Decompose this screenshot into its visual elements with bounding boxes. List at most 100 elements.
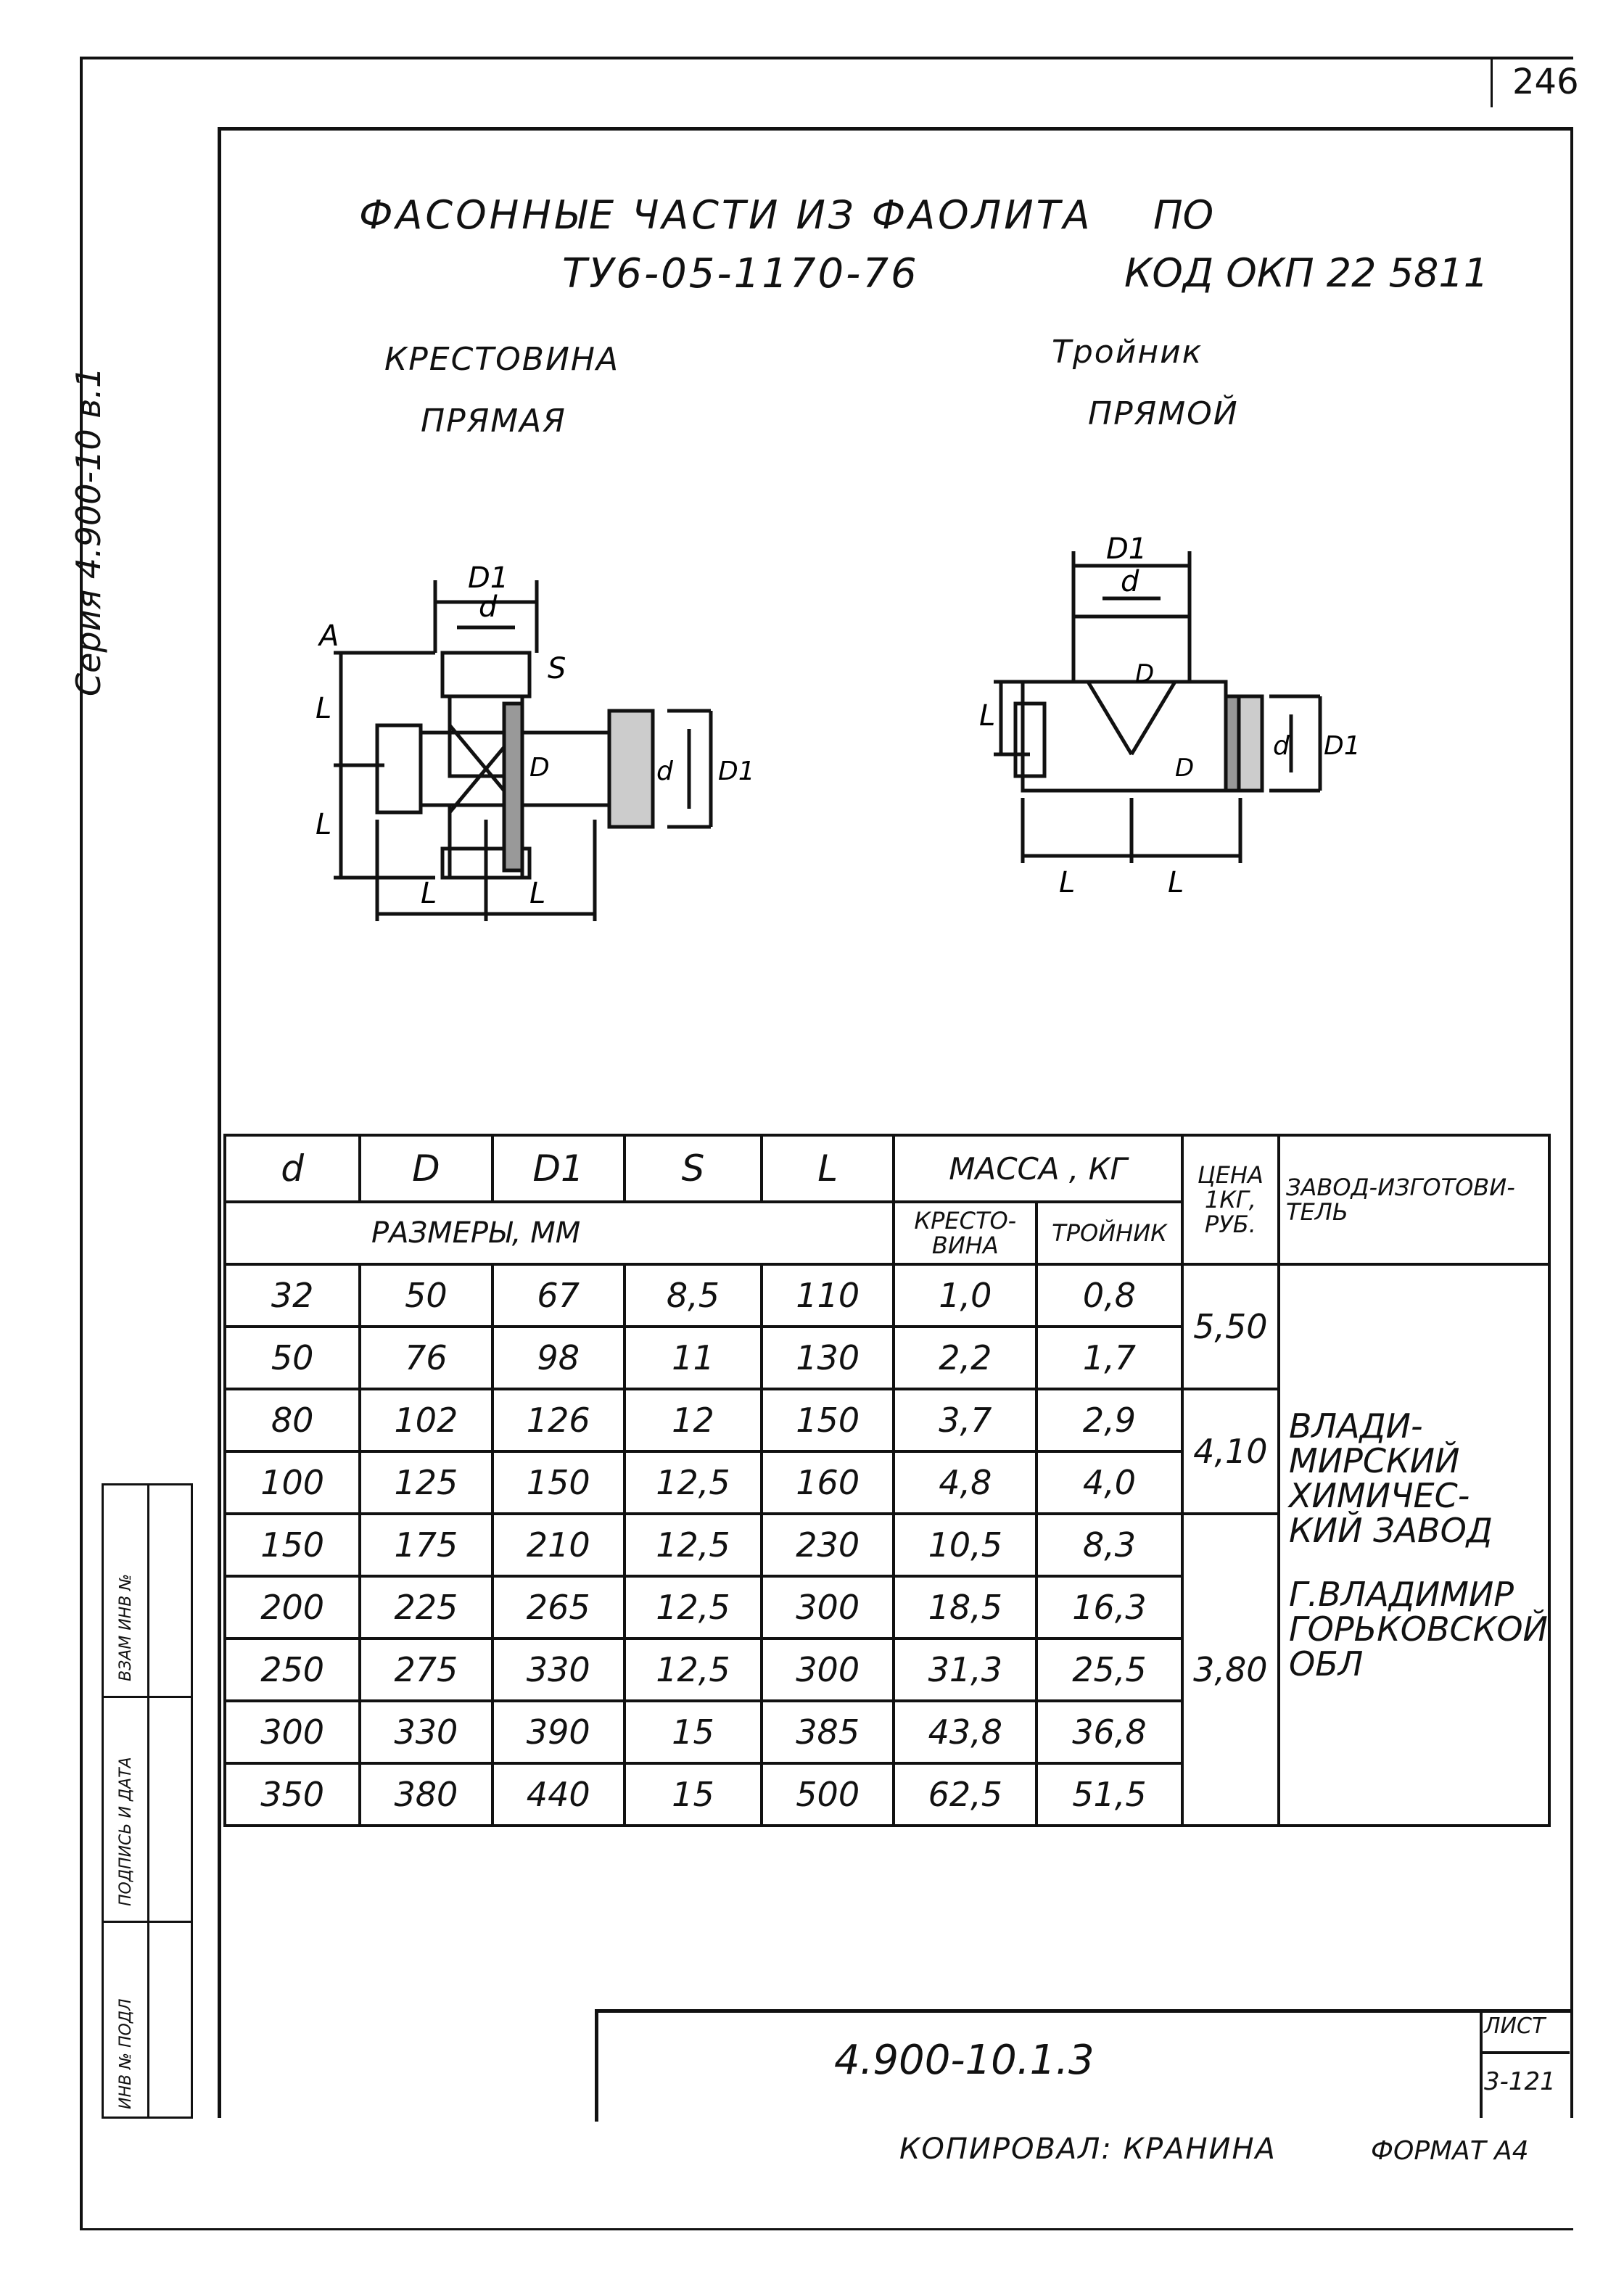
cell-mt: 2,9 [1035,1388,1184,1453]
cell-mc: 10,5 [892,1512,1039,1578]
title-line2: ТУ6-05-1170-76 [562,250,919,297]
cross-label-L-bottom2: L [529,877,545,910]
cross-label-S: S [548,652,566,685]
cell-d: 100 [223,1450,362,1515]
cell-L: 230 [760,1512,896,1578]
page-number-box [1491,57,1573,107]
plant-line: ОБЛ [1289,1644,1364,1683]
cell-D: 102 [358,1388,494,1453]
header-D: D [358,1134,494,1203]
cell-D: 50 [358,1263,494,1328]
tee-label-d-right: d [1273,731,1290,761]
drawing-frame [218,127,1573,2118]
cell-mt: 51,5 [1035,1762,1184,1827]
cross-label-L-left2: L [316,808,331,841]
plant-line: МИРСКИЙ [1289,1441,1460,1480]
cell-d: 200 [223,1575,362,1640]
cell-L: 130 [760,1325,896,1390]
header-D1: D1 [490,1134,626,1203]
title-line1: ФАСОННЫЕ ЧАСТИ ИЗ ФАОЛИТА [359,192,1093,238]
cross-label-d-right: d [656,757,674,786]
cell-L: 300 [760,1575,896,1640]
cell-D: 175 [358,1512,494,1578]
plant-line [1289,1548,1548,1577]
cell-mc: 18,5 [892,1575,1039,1640]
tee-label-L-left: L [979,699,995,733]
cell-L: 500 [760,1762,896,1827]
cell-D: 76 [358,1325,494,1390]
cell-D: 125 [358,1450,494,1515]
cell-mt: 1,7 [1035,1325,1184,1390]
cross-subtitle: ПРЯМАЯ [421,403,566,440]
cell-mc: 1,0 [892,1263,1039,1328]
plant-line: ХИМИЧЕС- [1289,1476,1470,1515]
cell-D1: 265 [490,1575,626,1640]
sidebar-inner-line [147,1485,149,2117]
cell-L: 110 [760,1263,896,1328]
cell-mt: 4,0 [1035,1450,1184,1515]
paper-format: ФОРМАТ А4 [1371,2136,1529,2166]
tee-label-d: d [1121,565,1139,598]
cell-S: 11 [622,1325,764,1390]
page-number: 246 [1512,62,1579,102]
header-d: d [223,1134,362,1203]
cell-mt: 8,3 [1035,1512,1184,1578]
cell-d: 80 [223,1388,362,1453]
sidebar-signature-date: ПОДПИСЬ И ДАТА [117,1757,135,1906]
dimensions-table: d D D1 S L МАССА , КГ ЦЕНА 1КГ, РУБ. ЗАВ… [223,1134,1551,1827]
cell-d: 300 [223,1699,362,1765]
cross-label-A: A [317,619,339,653]
title-block [595,2009,1570,2122]
cell-mc: 43,8 [892,1699,1039,1765]
header-mass-cross: КРЕСТО-ВИНА [892,1200,1039,1266]
header-mass-tee: ТРОЙНИК [1035,1200,1184,1266]
series-label: Серия 4.900-10 в.1 [69,366,108,696]
cell-d: 350 [223,1762,362,1827]
cell-S: 12,5 [622,1450,764,1515]
approval-sidebar: ВЗАМ ИНВ № ПОДПИСЬ И ДАТА ИНВ № ПОДЛ [102,1483,193,2119]
cross-drawing [334,580,713,921]
cell-D: 275 [358,1637,494,1702]
title-line2-suffix: КОД ОКП 22 5811 [1124,250,1489,296]
cell-mt: 0,8 [1035,1263,1184,1328]
sheet-number: 3-121 [1484,2067,1556,2096]
header-plant: ЗАВОД-ИЗГОТОВИ-ТЕЛЬ [1277,1134,1551,1266]
sheet-box [1480,2009,1570,2118]
tee-label-D1-right: D1 [1324,731,1361,761]
cross-label-D: D [529,753,550,783]
cell-D1: 126 [490,1388,626,1453]
price-cell: 5,50 [1180,1263,1281,1390]
cell-D: 380 [358,1762,494,1827]
cell-d: 150 [223,1512,362,1578]
tee-label-D-top: D [1135,659,1154,688]
cell-D1: 210 [490,1512,626,1578]
cell-mc: 2,2 [892,1325,1039,1390]
copied-by: КОПИРОВАЛ: КРАНИНА [899,2132,1277,2166]
fittings-drawings: D1 d S A L L L L D d D1 D1 d L L L D D d… [316,532,1361,921]
cell-D: 330 [358,1699,494,1765]
cell-mc: 3,7 [892,1388,1039,1453]
cell-D1: 150 [490,1450,626,1515]
cell-mc: 4,8 [892,1450,1039,1515]
tee-subtitle: ПРЯМОЙ [1088,395,1239,432]
outer-frame [80,57,1573,2230]
cross-label-d: d [479,590,498,624]
plant-line: ВЛАДИ- [1289,1406,1423,1446]
cell-L: 385 [760,1699,896,1765]
cell-S: 15 [622,1762,764,1827]
cell-D1: 330 [490,1637,626,1702]
cross-label-L-left1: L [316,692,331,725]
cell-L: 150 [760,1388,896,1453]
cell-mt: 16,3 [1035,1575,1184,1640]
tee-name: Тройник [1052,334,1203,371]
sheet-label: ЛИСТ [1484,2014,1546,2039]
plant-line: ГОРЬКОВСКОЙ [1289,1610,1548,1649]
header-L: L [760,1134,896,1203]
